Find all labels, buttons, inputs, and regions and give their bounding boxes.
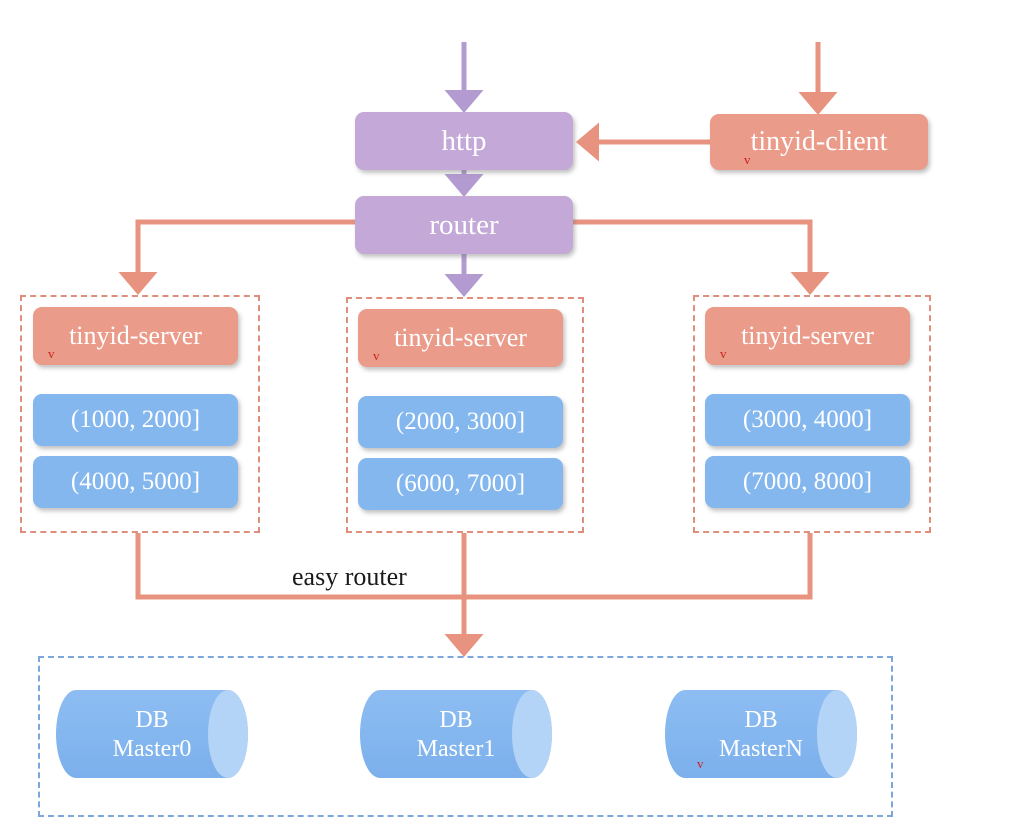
server-group-1-server-label: tinyid-server — [69, 321, 202, 351]
connector-router-to-server-group-1 — [118, 219, 355, 295]
server-group-3-segment-2-label: (7000, 8000] — [742, 467, 873, 495]
server-group-3-segment-1[interactable]: (3000, 4000] — [705, 394, 910, 446]
spellcheck-mark-client: v — [744, 152, 751, 167]
node-router-label: router — [429, 208, 499, 241]
server-group-1 — [20, 295, 260, 533]
server-group-1-segment-1[interactable]: (1000, 2000] — [33, 394, 238, 446]
node-tinyid-client-label: tinyid-client — [750, 126, 888, 158]
server-group-1-server[interactable]: tinyid-server — [33, 307, 238, 365]
connector-router-to-server-group-3 — [573, 219, 830, 295]
db-master-n[interactable]: DB MasterN — [665, 688, 857, 780]
spellcheck-mark-server-3: v — [720, 346, 727, 361]
db-master-1[interactable]: DB Master1 — [360, 688, 552, 780]
server-group-3-segment-1-label: (3000, 4000] — [742, 405, 873, 433]
server-group-3-server-label: tinyid-server — [741, 321, 874, 351]
db-master-0[interactable]: DB Master0 — [56, 688, 248, 780]
server-group-3-server[interactable]: tinyid-server — [705, 307, 910, 365]
server-group-2-server-label: tinyid-server — [394, 323, 527, 353]
server-group-2-segment-2-label: (6000, 7000] — [395, 469, 526, 497]
node-router[interactable]: router — [355, 196, 573, 254]
server-group-1-segment-2-label: (4000, 5000] — [70, 467, 201, 495]
node-http[interactable]: http — [355, 112, 573, 170]
server-group-2-segment-1-label: (2000, 3000] — [395, 407, 526, 435]
spellcheck-mark-server-2: v — [373, 348, 380, 363]
database-cylinder-icon — [56, 690, 248, 778]
db-cluster-container — [38, 656, 893, 817]
connector-servers-to-db-bus — [135, 533, 813, 600]
easy-router-label: easy router — [286, 562, 413, 592]
server-group-3 — [693, 295, 931, 533]
server-group-2 — [346, 297, 584, 533]
spellcheck-mark-db-n: v — [697, 756, 704, 771]
server-group-2-segment-2[interactable]: (6000, 7000] — [358, 458, 563, 510]
server-group-1-segment-1-label: (1000, 2000] — [70, 405, 201, 433]
spellcheck-mark-server-1: v — [48, 346, 55, 361]
node-http-label: http — [441, 124, 487, 157]
server-group-2-segment-1[interactable]: (2000, 3000] — [358, 396, 563, 448]
server-group-3-segment-2[interactable]: (7000, 8000] — [705, 456, 910, 508]
server-group-1-segment-2[interactable]: (4000, 5000] — [33, 456, 238, 508]
database-cylinder-icon — [360, 690, 552, 778]
node-tinyid-client[interactable]: tinyid-client — [710, 114, 928, 170]
server-group-2-server[interactable]: tinyid-server — [358, 309, 563, 367]
database-cylinder-icon — [665, 690, 857, 778]
